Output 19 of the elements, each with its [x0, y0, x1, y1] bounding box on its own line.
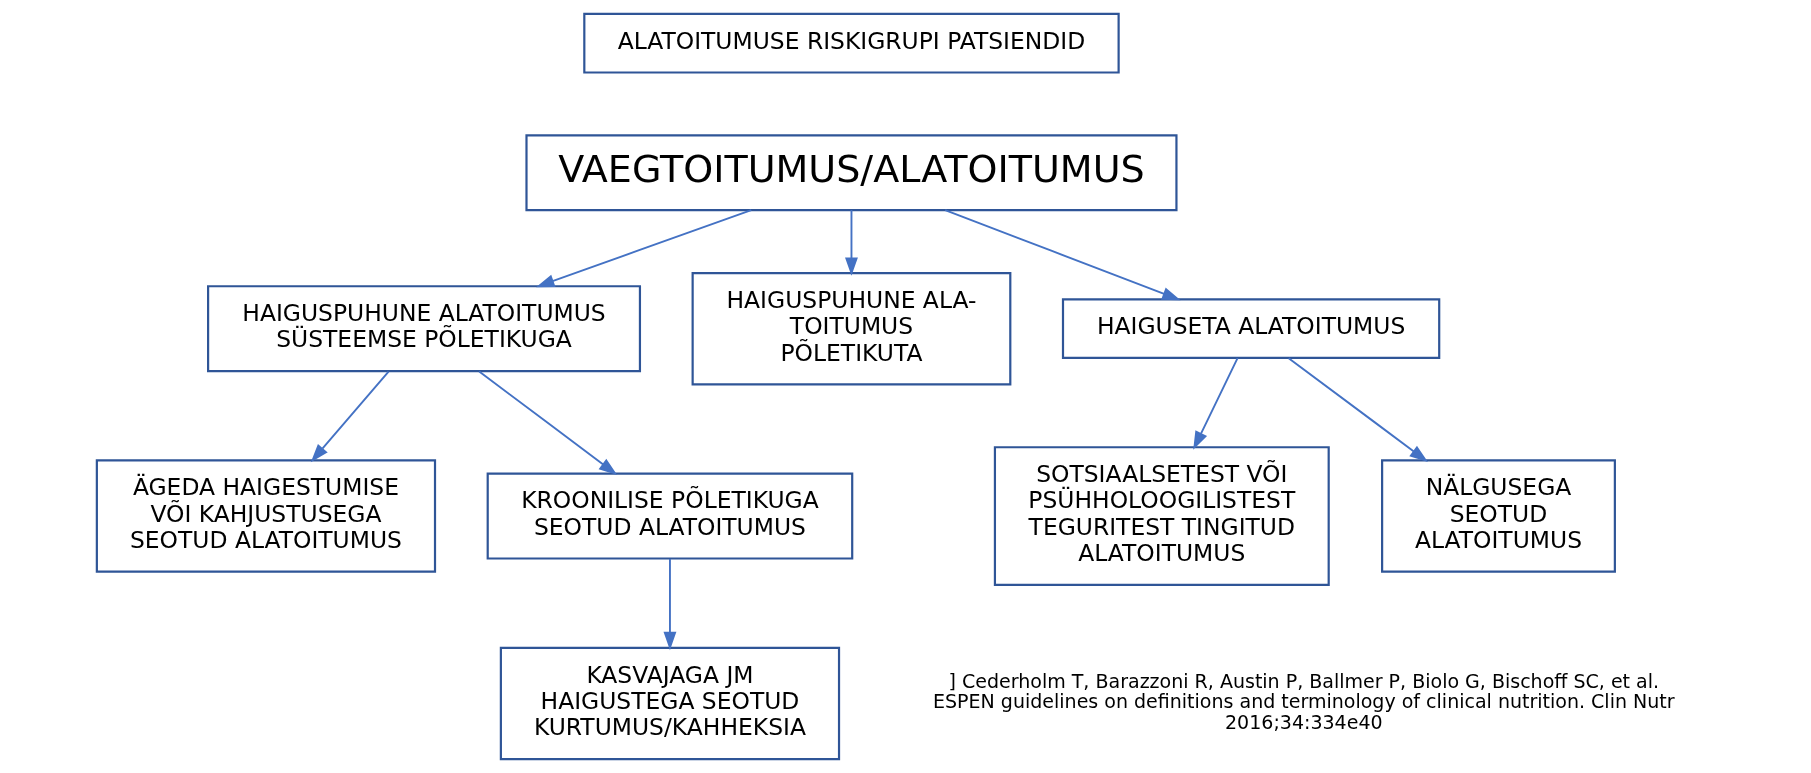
node-box: ALATOITUMUSE RISKIGRUPI PATSIENDID	[582, 12, 1120, 74]
arrow	[310, 370, 389, 463]
arrow	[1192, 357, 1238, 450]
node-box: ÄGEDA HAIGESTUMISE VÕI KAHJUSTUSEGA SEOTUD ALATOITUMUS	[95, 459, 436, 573]
arrow	[943, 209, 1181, 301]
node-box: SOTSIAALSETEST VÕI PSÜHHOLOOGILISTEST TEGURITEST TINGITUD ALATOITUMUS	[993, 446, 1330, 586]
node-box: HAIGUSPUHUNE ALA- TOITUMUS PÕLETIKUTA	[691, 271, 1011, 386]
node-box: KASVAJAGA JM HAIGUSTEGA SEOTUD KURTUMUS/KAHHEKSIA	[499, 646, 840, 761]
node-box: KROONILISE PÕLETIKUGA SEOTUD ALATOITUMUS	[486, 472, 853, 560]
label: ] Cederholm T, Barazzoni R, Austin P, Ballmer P, Biolo G, Bischoff SC, et al. ESPEN guidelines on definitions and terminology of clinical nutrition. Clin Nutr 2016;34:334e40	[932, 669, 1675, 733]
node-box: HAIGUSPUHUNE ALATOITUMUS SÜSTEEMSE PÕLETIKUGA	[206, 285, 641, 373]
node-box: NÄLGUSEGA SEOTUD ALATOITUMUS	[1380, 459, 1616, 573]
arrow	[1287, 357, 1428, 462]
node-box: VAEGTOITUMUS/ALATOITUMUS	[524, 134, 1178, 212]
arrow	[535, 209, 752, 288]
node-box: HAIGUSETA ALATOITUMUS	[1061, 298, 1440, 360]
arrow	[663, 557, 676, 651]
arrow	[844, 209, 858, 276]
arrow	[477, 370, 617, 476]
